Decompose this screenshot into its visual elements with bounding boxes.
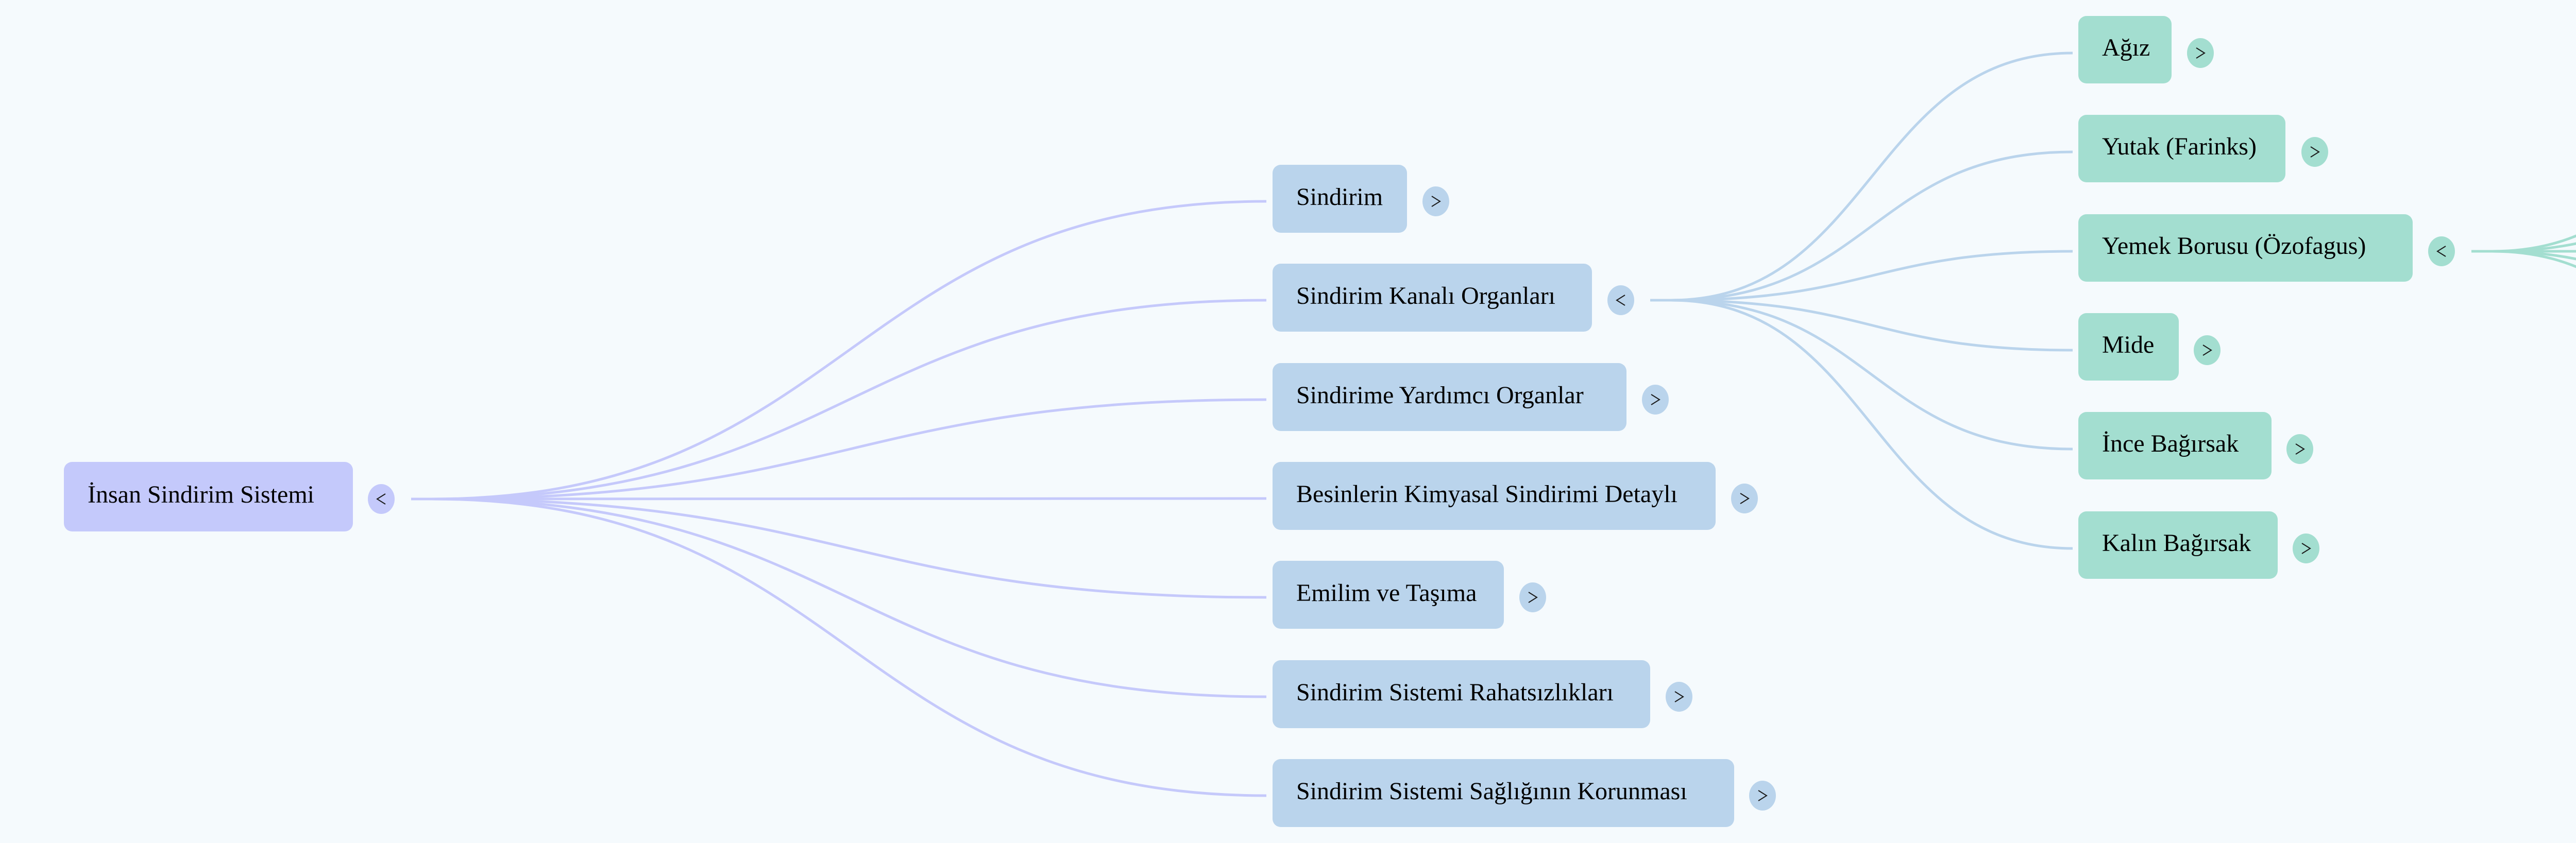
root-collapse-toggle[interactable] — [368, 484, 395, 514]
connector-line — [411, 497, 1267, 599]
organ-node-mide[interactable]: Mide — [2078, 313, 2179, 381]
expand-toggle-yutak[interactable] — [2301, 137, 2328, 167]
root-node-label: İnsan Sindirim Sistemi — [88, 481, 315, 508]
connector-line — [411, 497, 1267, 501]
expand-icon — [1740, 493, 1750, 504]
expand-icon — [2196, 47, 2206, 59]
collapse-icon — [2436, 246, 2446, 257]
branch-node-label: Sindirim — [1296, 183, 1383, 211]
connector-line — [1650, 299, 2073, 352]
organ-node-label: Yemek Borusu (Özofagus) — [2102, 232, 2366, 260]
organ-node-kalin-bagirsak[interactable]: Kalın Bağırsak — [2078, 511, 2278, 579]
branch-node-sindirim-kanali-organlari[interactable]: Sindirim Kanalı Organları — [1273, 264, 1592, 332]
expand-toggle-mide[interactable] — [2194, 335, 2221, 365]
branch-node-label: Sindirim Kanalı Organları — [1296, 282, 1556, 309]
organ-node-ince-bagirsak[interactable]: İnce Bağırsak — [2078, 412, 2272, 479]
branch-node-sindirime-yardimci-organlar[interactable]: Sindirime Yardımcı Organlar — [1273, 363, 1626, 431]
connector-line — [2471, 234, 2576, 253]
connector-line — [411, 497, 1267, 698]
collapse-icon — [1616, 295, 1625, 306]
branch-node-label: Besinlerin Kimyasal Sindirimi Detaylı — [1296, 480, 1677, 508]
organ-node-label: Ağız — [2102, 34, 2150, 61]
organ-node-yemek-borusu[interactable]: Yemek Borusu (Özofagus) — [2078, 214, 2413, 282]
collapse-icon — [376, 493, 386, 505]
expand-toggle-besinlerin-kimyasal-sindirimi[interactable] — [1731, 484, 1758, 513]
branch-node-sindirim-sistemi-rahatsizliklari[interactable]: Sindirim Sistemi Rahatsızlıkları — [1273, 660, 1650, 728]
collapse-toggle-yemek-borusu[interactable] — [2428, 236, 2455, 266]
organ-node-label: Mide — [2102, 331, 2155, 358]
connector-line — [2471, 250, 2576, 268]
organ-node-label: Kalın Bağırsak — [2102, 529, 2251, 557]
expand-toggle-sindirim[interactable] — [1422, 186, 1449, 216]
connector-line — [1650, 299, 2073, 451]
connector-line — [411, 497, 1267, 797]
expand-icon — [1528, 592, 1538, 603]
root-node[interactable]: İnsan Sindirim Sistemi — [64, 462, 353, 531]
expand-icon — [1674, 691, 1684, 702]
organ-node-label: Yutak (Farinks) — [2102, 133, 2257, 160]
branch-node-label: Sindirime Yardımcı Organlar — [1296, 381, 1584, 409]
branch-node-sindirim[interactable]: Sindirim — [1273, 165, 1407, 233]
expand-toggle-ince-bagirsak[interactable] — [2286, 434, 2313, 464]
organ-node-agiz[interactable]: Ağız — [2078, 16, 2172, 83]
connector-line — [411, 398, 1267, 501]
expand-toggle-emilim-ve-tasima[interactable] — [1519, 582, 1546, 612]
expand-toggle-sindirim-sistemi-rahatsizliklari[interactable] — [1666, 682, 1692, 712]
connector-line — [1650, 51, 2073, 302]
branch-node-label: Emilim ve Taşıma — [1296, 579, 1477, 607]
connector-line — [2471, 250, 2576, 261]
connector-line — [411, 200, 1267, 501]
expand-toggle-sindirim-sistemi-sagliginin-korunmasi[interactable] — [1749, 781, 1776, 811]
collapse-toggle-sindirim-kanali-organlari[interactable] — [1607, 285, 1634, 315]
connector-line — [1650, 250, 2073, 302]
expand-icon — [2301, 543, 2311, 554]
expand-icon — [2202, 345, 2212, 356]
expand-toggle-kalin-bagirsak[interactable] — [2293, 534, 2319, 563]
branch-node-emilim-ve-tasima[interactable]: Emilim ve Taşıma — [1273, 561, 1504, 629]
expand-icon — [1651, 394, 1660, 405]
expand-icon — [1758, 790, 1768, 801]
organ-node-label: İnce Bağırsak — [2102, 430, 2239, 457]
connector-line — [1650, 150, 2073, 302]
expand-icon — [2295, 443, 2305, 455]
organ-node-yutak[interactable]: Yutak (Farinks) — [2078, 115, 2285, 182]
branch-node-sindirim-sistemi-sagliginin-korunmasi[interactable]: Sindirim Sistemi Sağlığının Korunması — [1273, 759, 1734, 827]
branch-node-besinlerin-kimyasal-sindirimi[interactable]: Besinlerin Kimyasal Sindirimi Detaylı — [1273, 462, 1716, 530]
branch-node-label: Sindirim Sistemi Sağlığının Korunması — [1296, 777, 1687, 805]
expand-toggle-agiz[interactable] — [2187, 38, 2214, 68]
connector-line — [411, 299, 1267, 501]
branch-node-label: Sindirim Sistemi Rahatsızlıkları — [1296, 678, 1614, 706]
expand-toggle-sindirime-yardimci-organlar[interactable] — [1642, 385, 1669, 415]
expand-icon — [1431, 196, 1441, 207]
connector-line — [2471, 242, 2576, 253]
expand-icon — [2310, 146, 2320, 158]
